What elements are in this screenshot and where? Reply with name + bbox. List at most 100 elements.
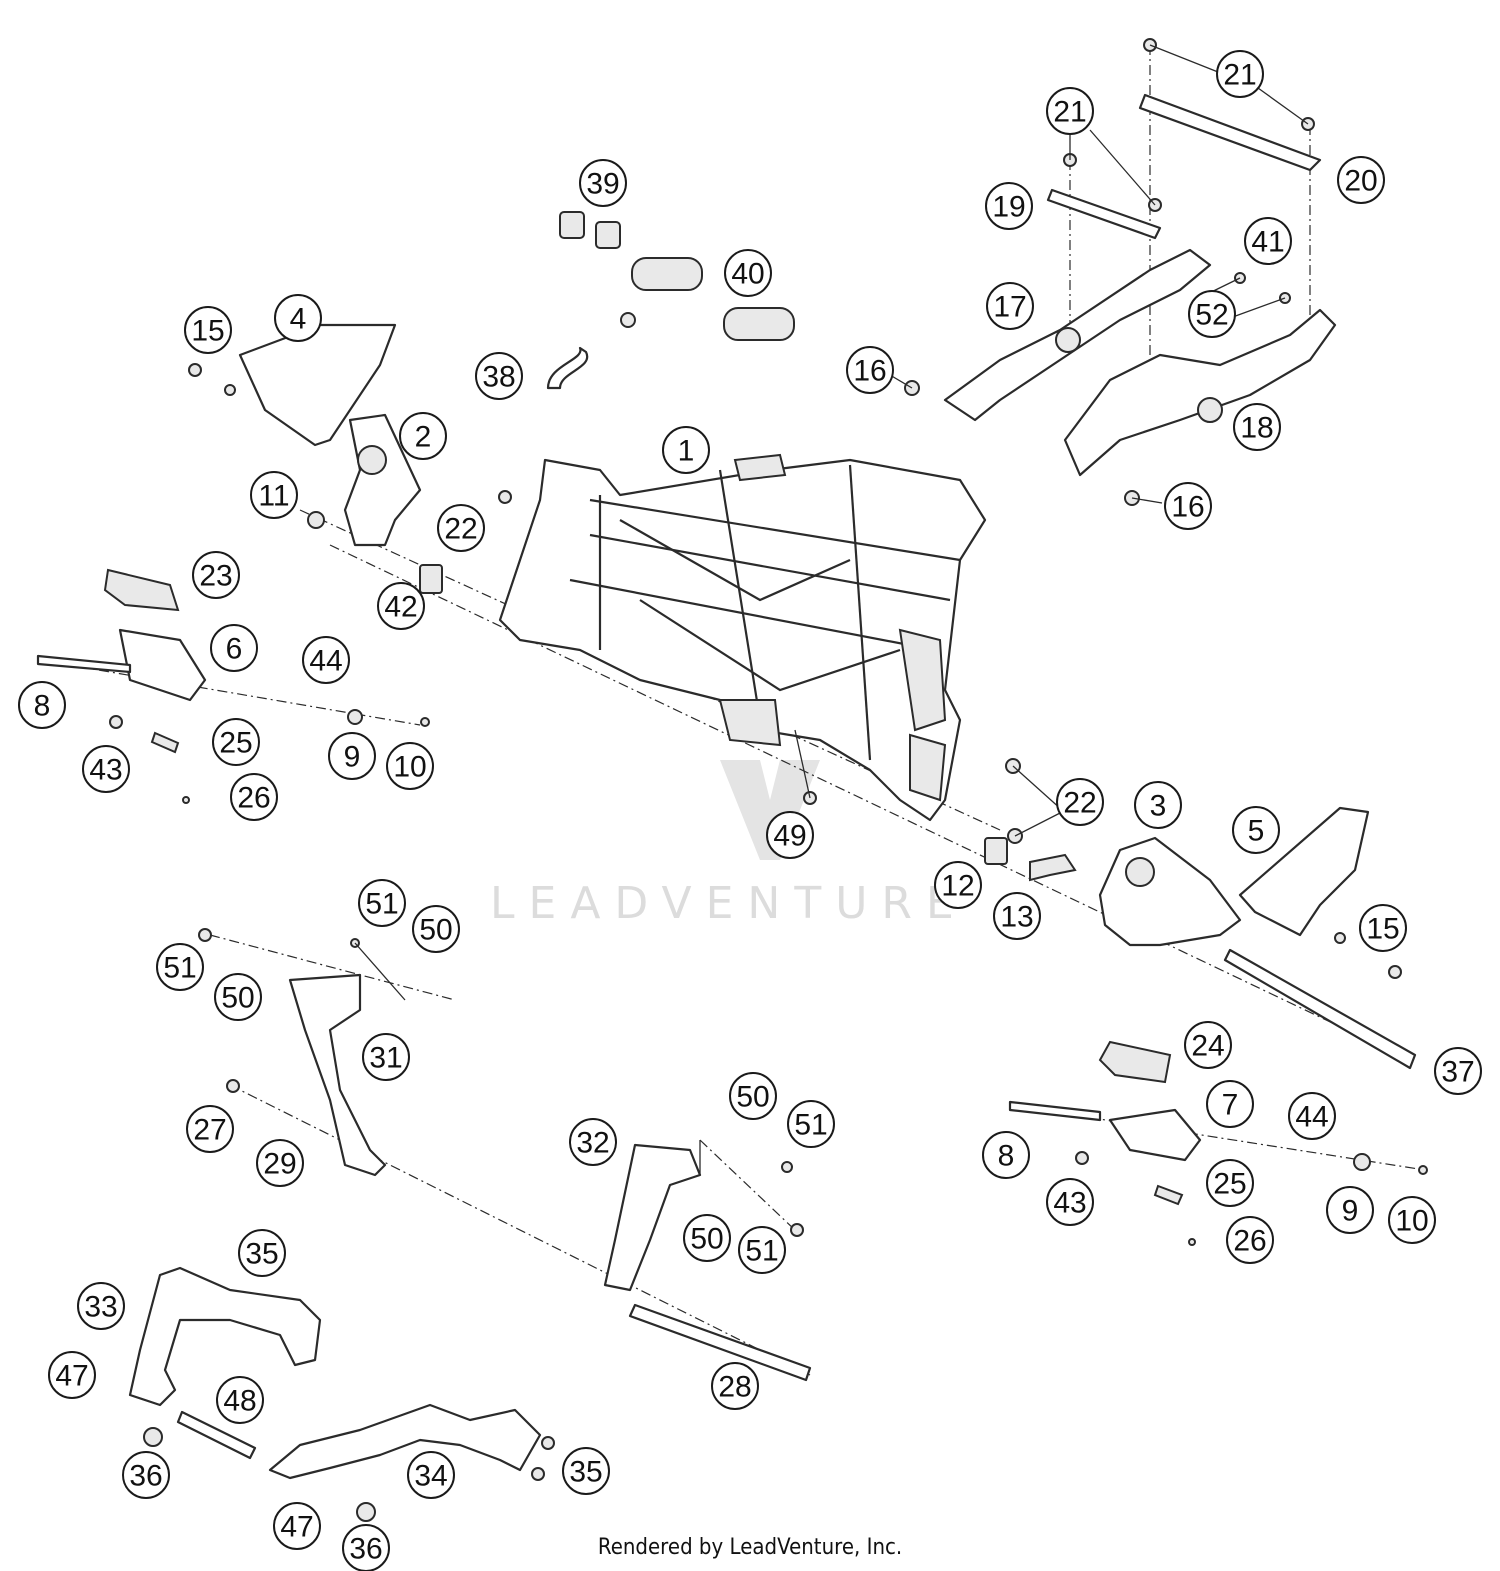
callout-c15b: 15: [1359, 904, 1407, 952]
callout-number: 49: [773, 820, 806, 853]
rubber-damper-13: [1029, 853, 1077, 882]
callout-circle: [386, 742, 434, 790]
callout-c36b: 36: [342, 1524, 390, 1571]
callout-circle: [230, 773, 278, 821]
callout-number: 11: [258, 480, 289, 513]
callout-c17: 17: [986, 282, 1034, 330]
callout-circle: [437, 504, 485, 552]
callout-circle: [1226, 1216, 1274, 1264]
callout-number: 27: [193, 1114, 226, 1147]
callout-circle: [1359, 904, 1407, 952]
callout-c22b: 22: [1056, 778, 1104, 826]
callout-number: 21: [1223, 59, 1256, 92]
callout-c51c: 51: [787, 1100, 835, 1148]
callout-number: 10: [1395, 1205, 1428, 1238]
spacer-42: [419, 564, 443, 594]
callout-circle: [724, 249, 772, 297]
footpeg-left-6: [118, 628, 207, 702]
callout-c41: 41: [1244, 217, 1292, 265]
callout-c32: 32: [569, 1118, 617, 1166]
callout-number: 13: [1000, 901, 1033, 934]
callout-c25a: 25: [212, 718, 260, 766]
callout-number: 8: [34, 690, 51, 723]
callout-c9a: 9: [328, 732, 376, 780]
callout-number: 26: [1233, 1225, 1266, 1258]
callout-c44a: 44: [302, 636, 350, 684]
callout-number: 15: [1366, 913, 1399, 946]
callout-labels: 1234567889910101112131515161617181920212…: [18, 50, 1482, 1571]
callout-c34: 34: [407, 1451, 455, 1499]
callout-circle: [934, 861, 982, 909]
callout-number: 15: [191, 315, 224, 348]
callout-circle: [238, 1229, 286, 1277]
callout-c27: 27: [186, 1105, 234, 1153]
callout-circle: [1046, 87, 1094, 135]
subframe-right: [1063, 308, 1337, 477]
callout-c37: 37: [1434, 1047, 1482, 1095]
callout-c51d: 51: [738, 1226, 786, 1274]
callout-circle: [662, 426, 710, 474]
callout-number: 43: [89, 754, 122, 787]
callout-number: 20: [1344, 165, 1377, 198]
callout-number: 51: [365, 888, 398, 921]
callout-number: 37: [1441, 1056, 1474, 1089]
callout-number: 28: [718, 1371, 751, 1404]
callout-circle: [1206, 1080, 1254, 1128]
callout-c16b: 16: [1164, 482, 1212, 530]
callout-number: 50: [736, 1081, 769, 1114]
callout-c18: 18: [1233, 403, 1281, 451]
leadventure-watermark: LEADVENTURE: [490, 760, 954, 929]
callout-circle: [1134, 781, 1182, 829]
callout-circle: [711, 1362, 759, 1410]
callout-number: 35: [245, 1238, 278, 1271]
callout-c50b: 50: [214, 973, 262, 1021]
callout-number: 48: [223, 1385, 256, 1418]
callout-c38: 38: [475, 352, 523, 400]
callout-number: 44: [1295, 1101, 1328, 1134]
callout-number: 25: [219, 727, 252, 760]
callout-circle: [1216, 50, 1264, 98]
callout-c44b: 44: [1288, 1092, 1336, 1140]
callout-c50c: 50: [729, 1072, 777, 1120]
callout-circle: [1046, 1178, 1094, 1226]
callout-number: 51: [745, 1235, 778, 1268]
callout-number: 7: [1222, 1089, 1239, 1122]
callout-c26a: 26: [230, 773, 278, 821]
callout-circle: [986, 282, 1034, 330]
callout-circle: [729, 1072, 777, 1120]
callout-number: 31: [369, 1042, 402, 1075]
callout-c16a: 16: [846, 346, 894, 394]
bracket-boss: [357, 445, 387, 475]
cable-clip-38: [546, 346, 589, 390]
callout-number: 51: [163, 952, 196, 985]
callout-number: 25: [1213, 1168, 1246, 1201]
callout-circle: [192, 551, 240, 599]
callout-number: 9: [1342, 1195, 1359, 1228]
callout-number: 23: [199, 560, 232, 593]
callout-circle: [122, 1451, 170, 1499]
callout-number: 33: [84, 1291, 117, 1324]
callout-c20: 20: [1337, 156, 1385, 204]
callout-circle: [362, 1033, 410, 1081]
callout-c42: 42: [377, 582, 425, 630]
callout-circle: [156, 943, 204, 991]
callout-circle: [186, 1105, 234, 1153]
bracket-boss-right: [1125, 857, 1155, 887]
carrier-strap-20: [1138, 93, 1322, 172]
callout-number: 5: [1248, 815, 1265, 848]
callout-c26b: 26: [1226, 1216, 1274, 1264]
callout-number: 17: [993, 291, 1026, 324]
callout-c5: 5: [1232, 806, 1280, 854]
callout-circle: [342, 1524, 390, 1571]
callout-c19: 19: [985, 182, 1033, 230]
callout-circle: [1188, 290, 1236, 338]
callout-circle: [214, 973, 262, 1021]
callout-number: 18: [1240, 412, 1273, 445]
callout-c51a: 51: [358, 879, 406, 927]
callout-circle: [250, 471, 298, 519]
callout-c47a: 47: [48, 1351, 96, 1399]
callout-c50a: 50: [412, 905, 460, 953]
callout-c23: 23: [192, 551, 240, 599]
callout-number: 36: [349, 1533, 382, 1566]
callout-circle: [562, 1447, 610, 1495]
